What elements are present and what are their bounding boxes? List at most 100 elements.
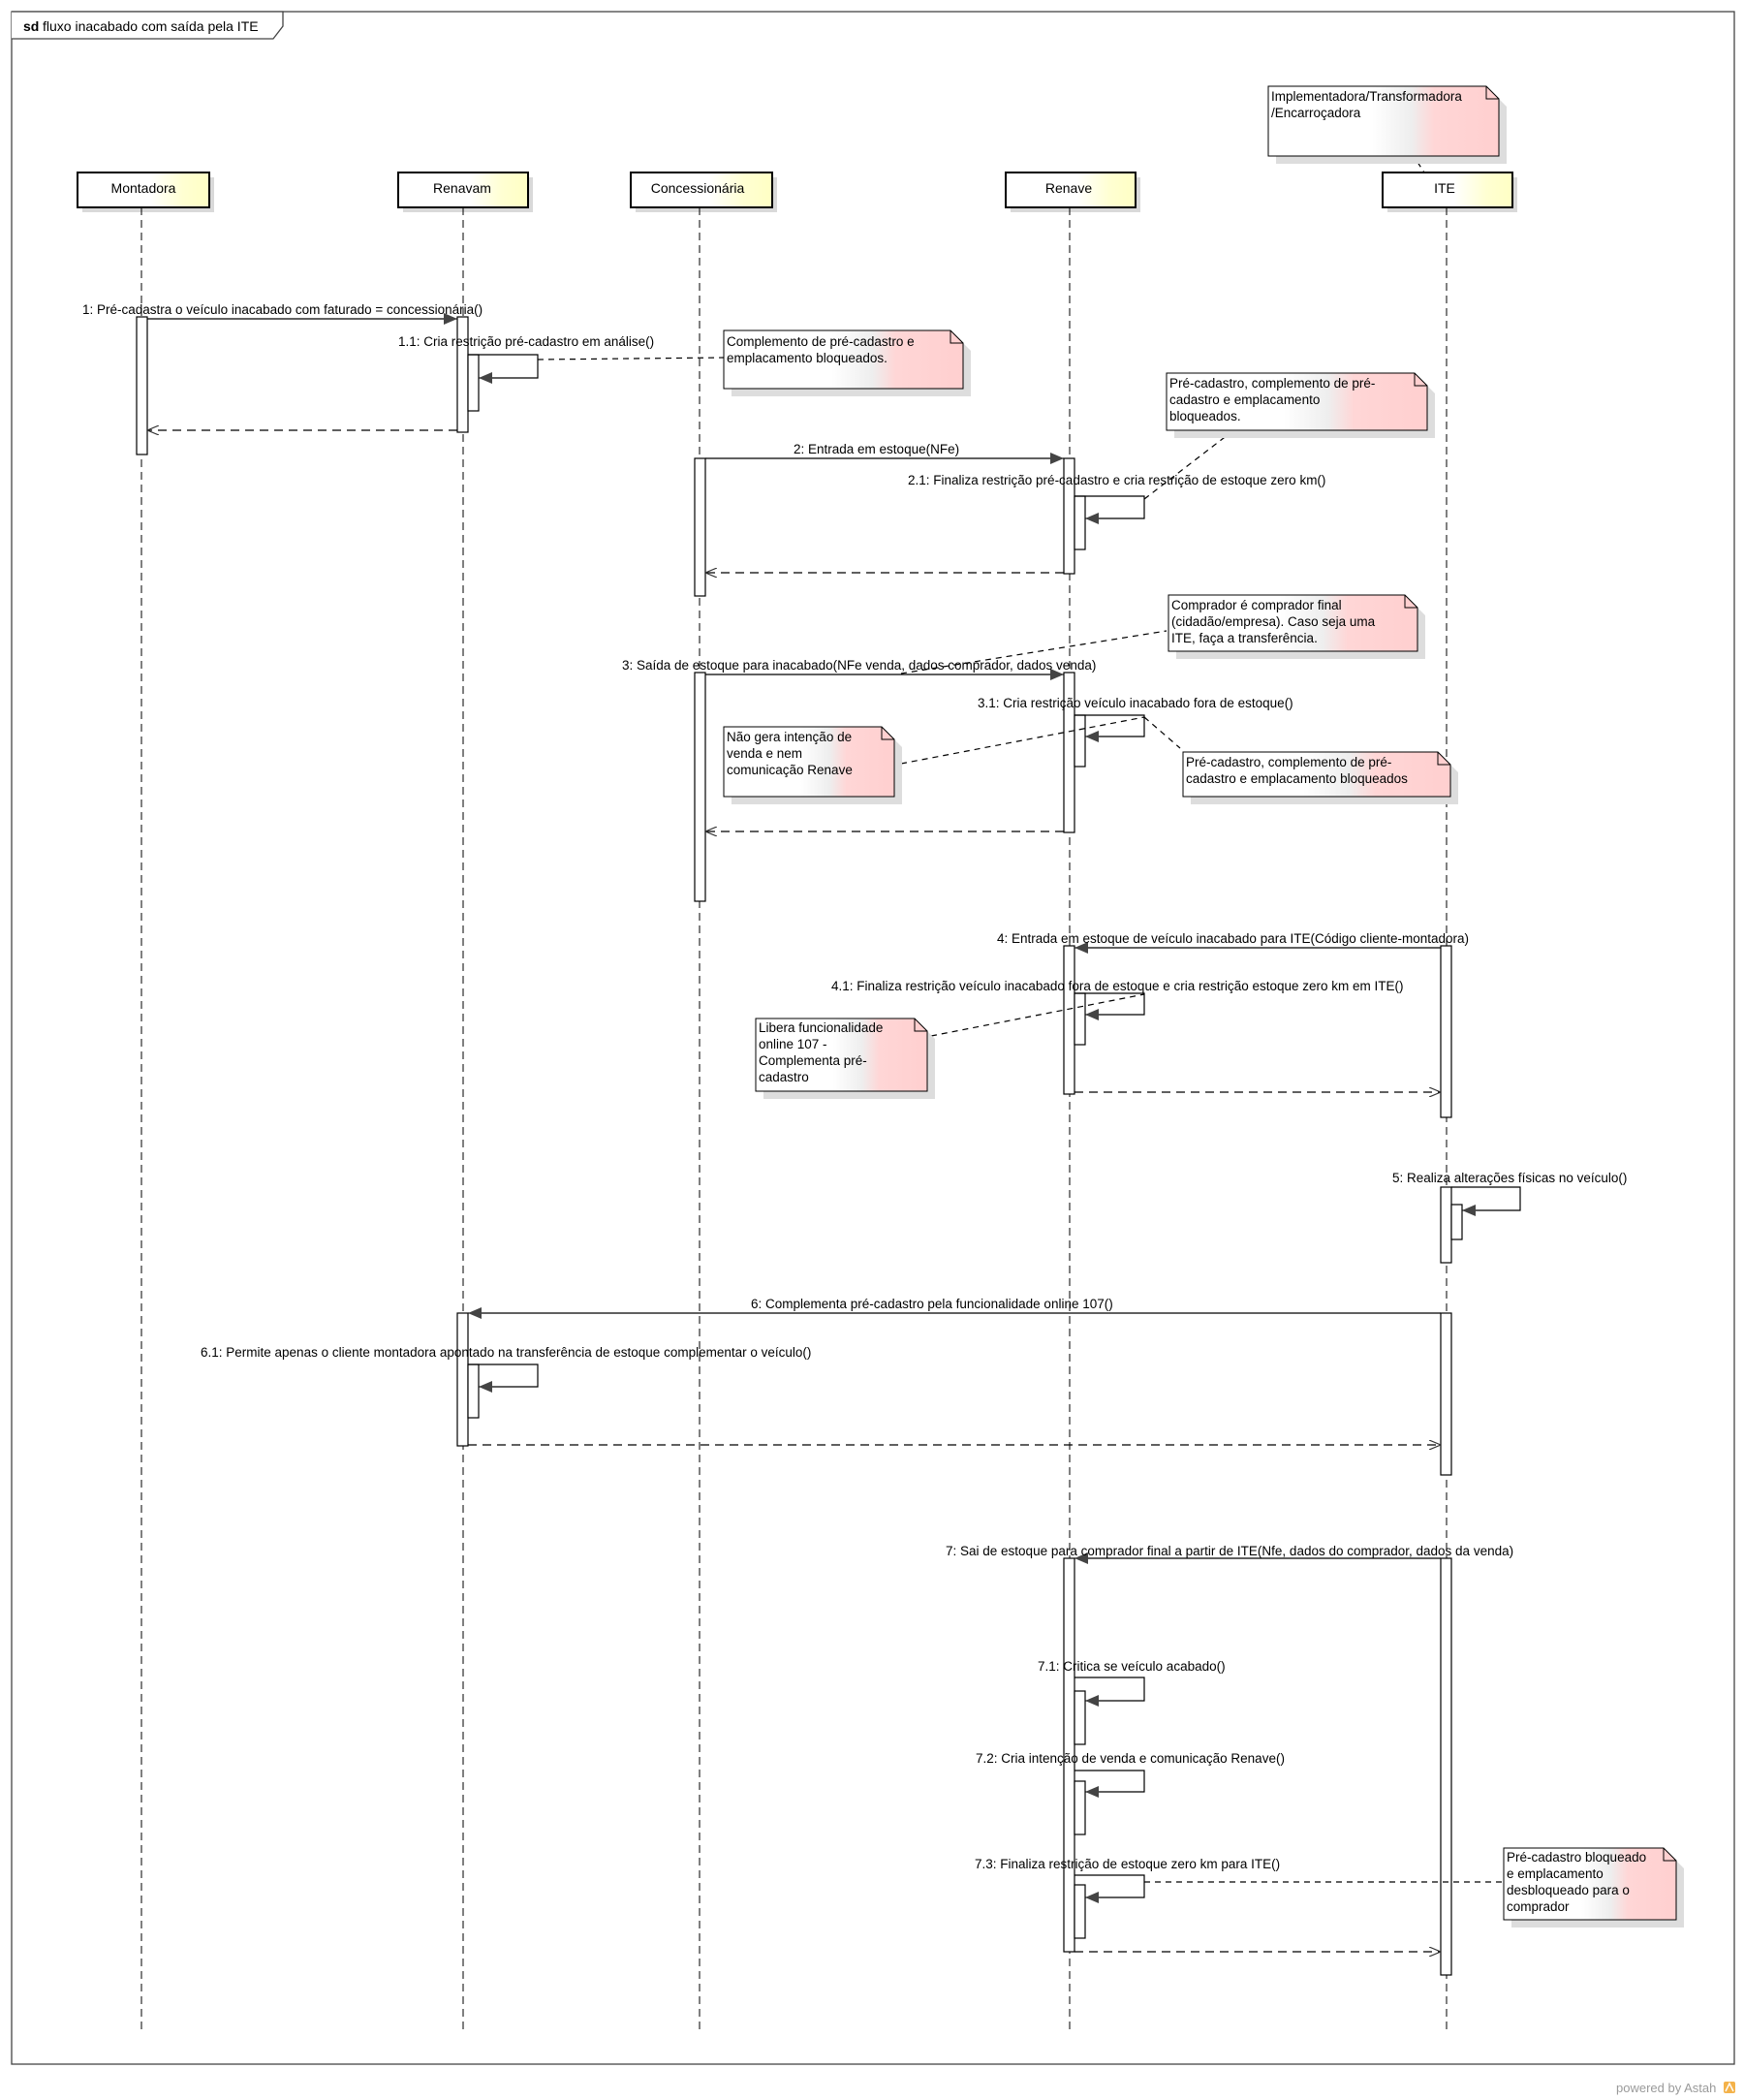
lifeline-label-montadora: Montadora	[111, 180, 176, 196]
note-1-line-2: emplacamento bloqueados.	[727, 351, 888, 365]
self-messages	[468, 354, 1521, 1903]
activation-bar	[1074, 1690, 1086, 1745]
note-2-line-2: cadastro e emplacamento	[1169, 392, 1320, 407]
activation-bar	[1063, 945, 1075, 1095]
message-label-7-1: 7.1: Critica se veículo acabado()	[1038, 1659, 1226, 1674]
lifeline-montadora: Montadora	[77, 172, 214, 2033]
note-pre-cadastro-bloqueados: Pré-cadastro, complemento de pré- cadast…	[1166, 372, 1435, 438]
self-message-arrow	[1074, 1874, 1145, 1903]
message-label-1: 1: Pré-cadastra o veículo inacabado com …	[82, 302, 483, 317]
message-label-7-2: 7.2: Cria intenção de venda e comunicaçã…	[976, 1751, 1285, 1766]
note-emplacamento-desbloqueado: Pré-cadastro bloqueado e emplacamento de…	[1503, 1847, 1684, 1928]
message-label-7: 7: Sai de estoque para comprador final a…	[946, 1544, 1513, 1558]
self-message-arrow	[468, 354, 539, 384]
activation-bar	[1063, 1557, 1075, 1953]
note-connector	[900, 630, 1168, 674]
note-3-line-3: ITE, faça a transferência.	[1171, 631, 1318, 645]
lifeline-label-renave: Renave	[1045, 180, 1092, 196]
astah-logo-icon	[1724, 2082, 1735, 2093]
note-7-line-2: e emplacamento	[1507, 1866, 1604, 1881]
message-label-4: 4: Entrada em estoque de veículo inacaba…	[997, 931, 1469, 946]
frame-title: fluxo inacabado com saída pela ITE	[43, 18, 259, 34]
activation-bar	[1440, 1557, 1452, 1976]
note-pre-cadastro-bloqueados-2: Pré-cadastro, complemento de pré- cadast…	[1182, 751, 1458, 804]
activation-bar	[467, 1363, 480, 1419]
self-message-arrow	[1074, 714, 1145, 742]
message-label-3: 3: Saída de estoque para inacabado(NFe v…	[622, 658, 1096, 673]
self-message-arrow	[1074, 1677, 1145, 1707]
activation-bar	[1450, 1204, 1463, 1240]
note-nao-gera-intencao: Não gera intenção de venda e nem comunic…	[723, 726, 902, 804]
sync-messages	[147, 313, 1441, 1564]
lifeline-concessionaria: Concessionária	[630, 172, 777, 2033]
activation-bar	[1074, 992, 1086, 1046]
self-message-arrow	[1074, 992, 1145, 1020]
powered-by-label: powered by Astah	[1616, 2081, 1716, 2095]
message-label-1-1: 1.1: Cria restrição pré-cadastro em anál…	[398, 334, 654, 349]
lifeline-label-ite: ITE	[1434, 180, 1455, 196]
frame-keyword: sd	[23, 18, 39, 34]
note-7-line-1: Pré-cadastro bloqueado	[1507, 1850, 1646, 1865]
note-comprador-final: Comprador é comprador final (cidadão/emp…	[1168, 594, 1425, 659]
note-5-line-1: Pré-cadastro, complemento de pré-	[1186, 755, 1391, 769]
note-connector	[1143, 430, 1233, 500]
note-connector	[930, 993, 1145, 1037]
note-complemento-bloqueados: Complemento de pré-cadastro e emplacamen…	[723, 329, 971, 396]
note-4-line-1: Não gera intenção de	[727, 730, 852, 744]
note-6-line-2: online 107 -	[759, 1037, 827, 1051]
frame-tab	[12, 11, 284, 40]
activation-bar	[694, 457, 706, 597]
note-7-line-3: desbloqueado para o	[1507, 1883, 1630, 1897]
note-3-line-2: (cidadão/empresa). Caso seja uma	[1171, 614, 1376, 629]
lifeline-label-renavam: Renavam	[433, 180, 491, 196]
note-1-line-1: Complemento de pré-cadastro e	[727, 334, 915, 349]
self-message-arrow	[1074, 495, 1145, 524]
note-connector	[900, 716, 1145, 765]
note-ite-line-2: /Encarroçadora	[1271, 106, 1361, 120]
activation-bar	[467, 354, 480, 412]
activation-bar	[456, 1312, 469, 1447]
activation-bars	[136, 316, 1463, 1976]
message-label-2: 2: Entrada em estoque(NFe)	[794, 442, 959, 456]
message-label-3-1: 3.1: Cria restrição veículo inacabado fo…	[978, 696, 1293, 710]
note-6-line-3: Complementa pré-	[759, 1053, 867, 1068]
activation-bar	[1074, 714, 1086, 768]
activation-bar	[1074, 1884, 1086, 1939]
self-message-arrow	[468, 1363, 539, 1393]
activation-bar	[1074, 1780, 1086, 1835]
frame-border	[11, 11, 1735, 2065]
note-ite-line-1: Implementadora/Transformadora	[1271, 89, 1462, 104]
note-4-line-3: comunicação Renave	[727, 763, 853, 777]
lifeline-renavam: Renavam	[397, 172, 533, 2033]
note-6-line-1: Libera funcionalidade	[759, 1020, 883, 1035]
lifeline-label-concessionaria: Concessionária	[651, 180, 745, 196]
message-label-6-1: 6.1: Permite apenas o cliente montadora …	[201, 1345, 811, 1360]
activation-bar	[694, 672, 706, 902]
message-label-2-1: 2.1: Finaliza restrição pré-cadastro e c…	[908, 473, 1325, 487]
self-message-arrow	[1451, 1186, 1521, 1216]
message-labels: 1: Pré-cadastra o veículo inacabado com …	[82, 302, 1627, 1871]
message-label-5: 5: Realiza alterações físicas no veículo…	[1392, 1171, 1627, 1185]
note-3-line-1: Comprador é comprador final	[1171, 598, 1342, 612]
note-5-line-2: cadastro e emplacamento bloqueados	[1186, 771, 1408, 786]
note-ite: Implementadora/Transformadora /Encarroça…	[1267, 85, 1507, 164]
lifeline-ite: ITE	[1382, 172, 1517, 2033]
activation-bar	[1074, 495, 1086, 550]
message-label-6: 6: Complementa pré-cadastro pela funcion…	[751, 1297, 1113, 1311]
activation-bar	[1440, 1186, 1452, 1264]
activation-bar	[136, 316, 148, 455]
activation-bar	[1440, 1312, 1452, 1476]
note-2-line-1: Pré-cadastro, complemento de pré-	[1169, 376, 1375, 391]
note-6-line-4: cadastro	[759, 1070, 809, 1084]
note-4-line-2: venda e nem	[727, 746, 802, 761]
activation-bar	[1440, 945, 1452, 1118]
note-connector	[1143, 716, 1181, 749]
message-label-4-1: 4.1: Finaliza restrição veículo inacabad…	[831, 979, 1404, 993]
note-libera-funcionalidade: Libera funcionalidade online 107 - Compl…	[755, 1018, 935, 1099]
note-2-line-3: bloqueados.	[1169, 409, 1241, 423]
message-label-7-3: 7.3: Finaliza restrição de estoque zero …	[975, 1857, 1280, 1871]
note-7-line-4: comprador	[1507, 1899, 1570, 1914]
self-message-arrow	[1074, 1770, 1145, 1798]
note-connector	[537, 357, 725, 360]
